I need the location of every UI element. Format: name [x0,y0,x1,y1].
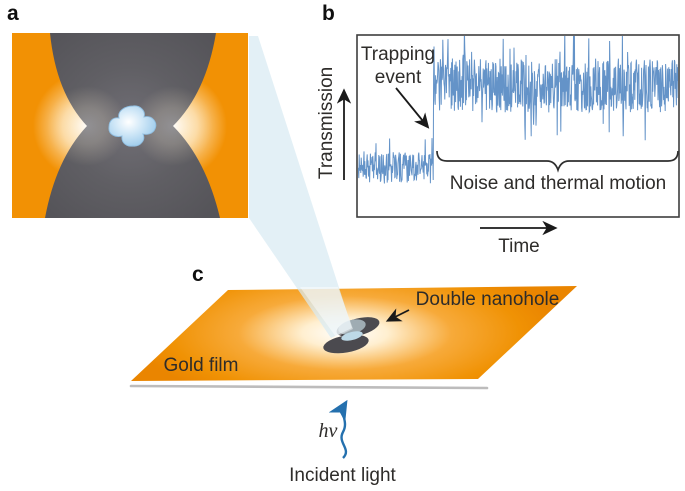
double-nanohole-label: Double nanohole [415,289,560,310]
light-beam-cone [249,36,352,338]
left-cusp-glow-overlay [47,86,127,166]
right-cusp-glow-overlay [133,86,213,166]
panel-label-a: a [7,2,19,25]
x-axis-label-time: Time [498,236,540,257]
incident-light-label: Incident light [289,465,396,486]
trapped-particle [108,105,157,147]
panel-label-b: b [322,2,335,25]
plot-border [356,34,680,218]
nanohole-lower [323,334,369,354]
trapping-event-arrow [395,87,430,129]
panel-c-gold-film [129,286,577,390]
gold-film-label: Gold film [163,355,239,376]
panel-b-transmission-plot [336,34,680,236]
panel-label-c: c [192,263,204,286]
incident-light-wavy-arrow [328,399,348,459]
noise-annotation: Noise and thermal motion [449,173,667,194]
film-shadow-edge [129,384,489,390]
noise-brace [436,150,679,173]
double-nanohole-arrow [385,308,410,322]
transmission-trace [358,36,678,184]
y-axis-label-transmission: Transmission [316,66,338,180]
nanohole-blue-sliver [341,331,363,341]
photon-energy-label: hν [318,420,338,442]
light-beam-bright-core [300,287,353,337]
panel-a-nanohole-crosssection [12,33,248,218]
trapping-event-annotation: Trapping event [360,44,436,89]
